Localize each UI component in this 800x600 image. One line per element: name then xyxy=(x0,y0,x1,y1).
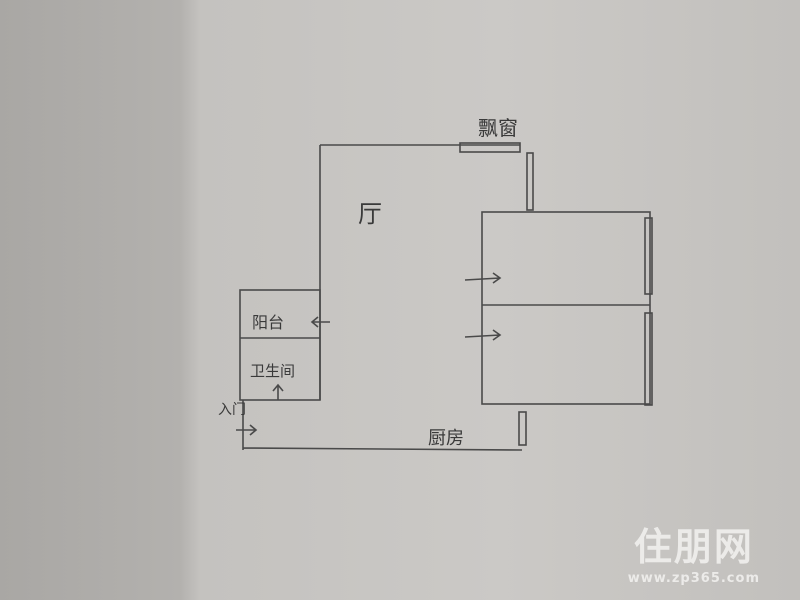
bedroom-block xyxy=(481,211,651,405)
bay-window-label: 飘窗 xyxy=(478,116,518,140)
balcony-label: 阳台 xyxy=(252,313,284,332)
bedroom1-window xyxy=(644,217,653,295)
watermark-logo: 住朋网 xyxy=(633,525,754,569)
balcony-bathroom-block xyxy=(239,289,321,401)
bathroom-label: 卫生间 xyxy=(250,362,295,380)
kitchen-window xyxy=(518,411,527,446)
hall-wall xyxy=(319,144,520,400)
window-right-top xyxy=(526,152,534,211)
watermark: 住朋网 www.zp365.com xyxy=(628,516,760,586)
entrance-label: 入门 xyxy=(218,402,246,418)
balcony-door-arrow xyxy=(310,316,330,328)
kitchen-label: 厨房 xyxy=(428,428,464,449)
bedroom2-door-arrow xyxy=(464,329,502,341)
bay-window xyxy=(459,142,521,153)
entrance-wall xyxy=(242,400,523,451)
bedroom1-door-arrow xyxy=(464,272,502,284)
watermark-url: www.zp365.com xyxy=(627,571,760,586)
entrance-arrow xyxy=(236,424,258,436)
bathroom-door-arrow xyxy=(272,383,284,400)
bedroom2-window xyxy=(644,312,653,406)
hall-label: 厅 xyxy=(358,200,382,228)
